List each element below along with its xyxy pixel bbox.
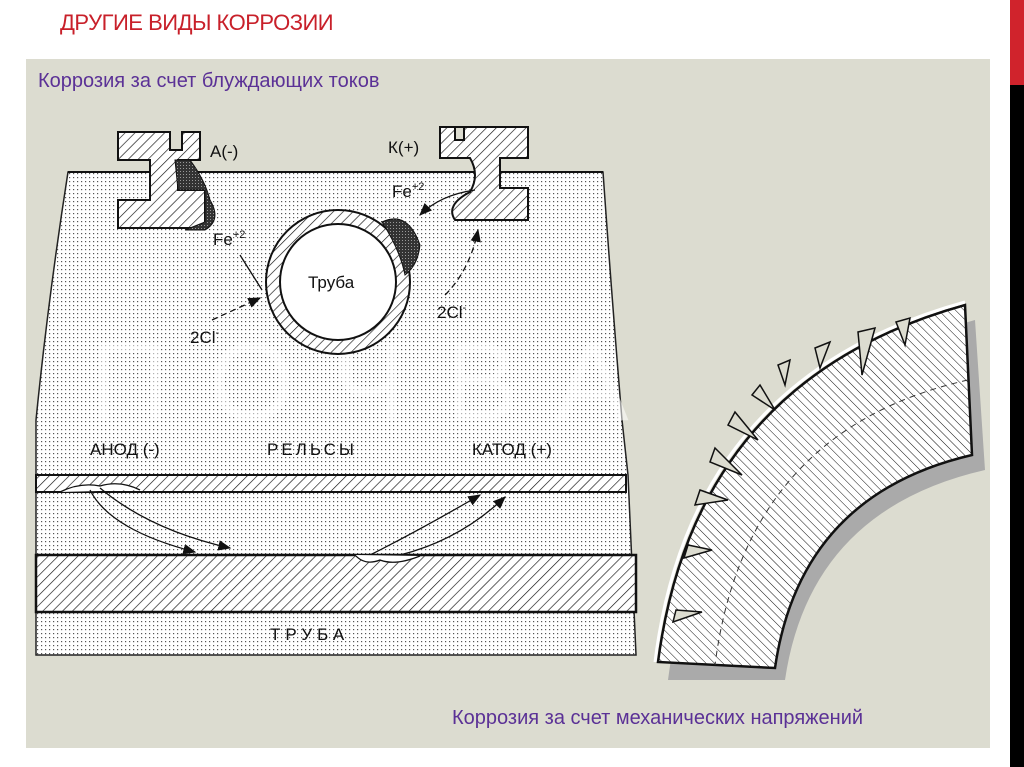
rails-label: РЕЛЬСЫ (267, 440, 357, 459)
cathode-label: КАТОД (+) (472, 440, 552, 459)
fe-right-label: Fe+2 (392, 181, 424, 201)
slide-title: ДРУГИЕ ВИДЫ КОРРОЗИИ (60, 10, 334, 35)
pipe-bottom-label: ТРУБА (270, 625, 349, 644)
fe-left-label: Fe+2 (213, 229, 245, 249)
rail-band (35, 474, 627, 493)
pipe-circle-label: Труба (308, 273, 355, 292)
subtitle-mechanical-stress: Коррозия за счет механических напряжений (452, 707, 864, 729)
cathode-clamp-label: К(+) (388, 138, 419, 157)
accent-bar-red (1010, 0, 1024, 85)
anode-label: АНОД (-) (90, 440, 160, 459)
cl-right-label: 2Cl- (437, 302, 467, 322)
accent-bar-black (1010, 85, 1024, 767)
pipe-band (34, 553, 638, 614)
cathode-rail-clamp (439, 126, 529, 221)
corrosion-deposit-left (174, 159, 216, 231)
stressed-pipe-arc (656, 303, 974, 670)
cl-left-label: 2Cl- (190, 327, 220, 347)
stress-cracks (671, 316, 911, 624)
anode-clamp-label: А(-) (210, 142, 238, 161)
subtitle-stray-currents: Коррозия за счет блуждающих токов (38, 70, 380, 92)
corrosion-deposit-pipe (381, 218, 421, 276)
